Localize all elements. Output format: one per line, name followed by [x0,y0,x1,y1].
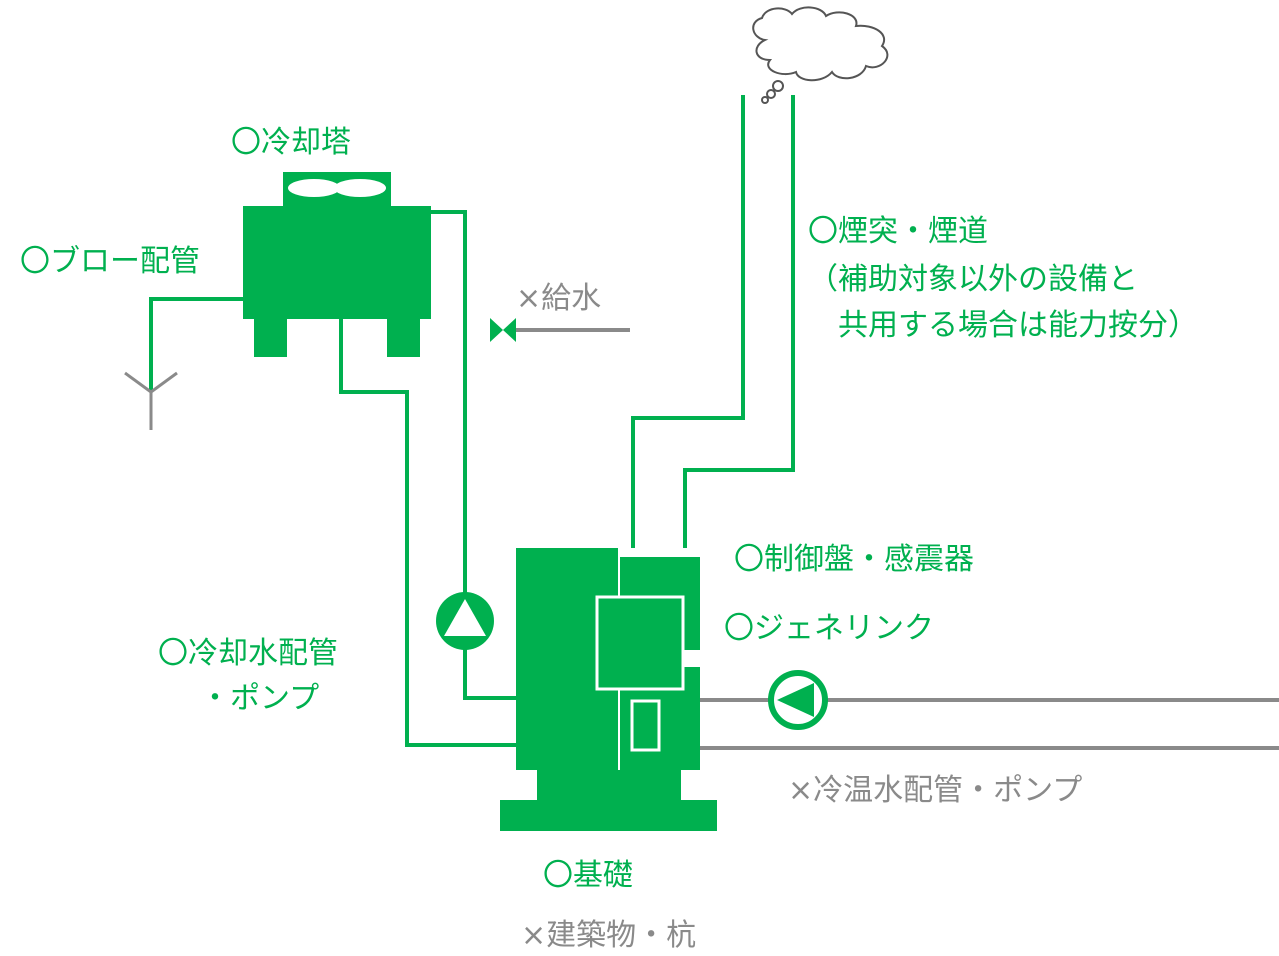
genelink-unit [500,548,717,831]
chilled-hot-water-pipes [700,670,1279,750]
cooling-tower [243,172,431,357]
control-panel-label: 〇制御盤・感震器 [734,542,974,577]
water-supply-line [490,318,630,342]
blow-pipe-label: 〇ブロー配管 [20,244,200,279]
cooling-water-label-line1: 〇冷却水配管 [158,636,338,671]
valve-icon [490,318,516,342]
control-panel [595,595,685,752]
genelink-label: 〇ジェネリンク [724,611,934,646]
pump-icon [436,592,494,650]
chimney-label-line3: 共用する場合は能力按分） [808,308,1198,343]
chimney-label-line1: 〇煙突・煙道 [808,214,988,249]
cooling-tower-label: 〇冷却塔 [231,125,351,160]
cooling-tower-fan-icon [288,179,386,197]
smoke-cloud-icon [752,6,889,104]
chilled-hot-water-label: ×冷温水配管・ポンプ [788,773,1083,808]
drain-icon [124,371,178,430]
cooling-water-pipes [339,210,516,747]
chimney-flue [631,95,795,548]
pump-icon [768,670,828,730]
blow-pipe [124,297,243,430]
foundation-label: 〇基礎 [543,858,633,893]
water-supply-label: ×給水 [516,281,602,316]
building-label: ×建築物・杭 [521,918,697,953]
chimney-label-line2: （補助対象以外の設備と [808,262,1138,297]
cooling-water-label-line2: ・ポンプ [200,681,320,716]
